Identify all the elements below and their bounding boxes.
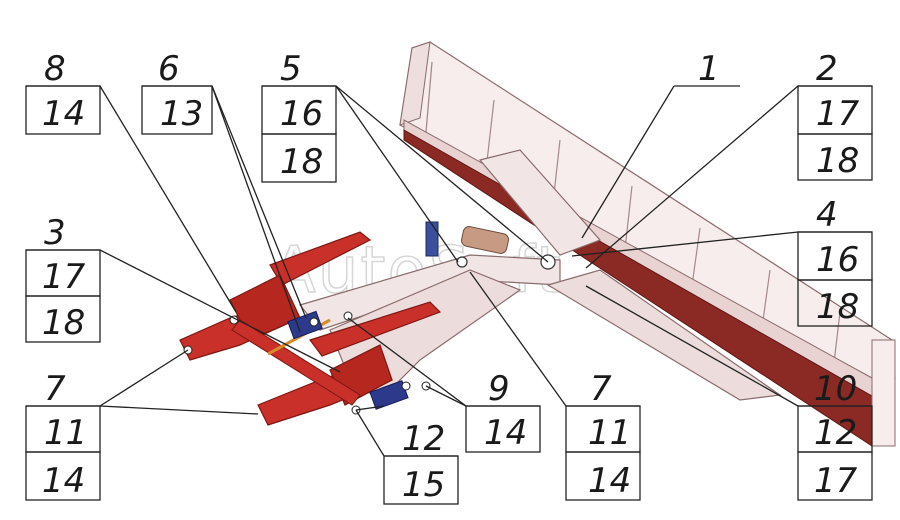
callout-3: 3 17 18 — [25, 213, 101, 343]
callout-8-top: 8 — [44, 49, 66, 89]
callout-7-left-row-2: 14 — [42, 461, 85, 501]
callout-12-row-1: 15 — [402, 465, 445, 505]
callout-7-left-top: 7 — [44, 369, 66, 409]
callout-6-row-1: 13 — [160, 94, 203, 134]
callout-4-top: 4 — [816, 195, 838, 235]
leader-lines — [99, 85, 799, 415]
callout-12-top: 12 — [402, 419, 445, 459]
callout-7-left: 7 11 14 — [25, 369, 101, 501]
callout-10-top: 10 — [814, 369, 857, 409]
callout-5-row-2: 18 — [280, 142, 323, 182]
callout-2: 2 17 18 — [797, 49, 873, 181]
callout-4-row-1: 16 — [816, 240, 859, 280]
callout-1: 1 — [674, 49, 740, 89]
callout-4-row-2: 18 — [816, 287, 859, 327]
callout-7-right-row-1: 11 — [588, 413, 631, 453]
callout-7-right-row-2: 14 — [588, 461, 631, 501]
callout-2-row-1: 17 — [816, 94, 860, 134]
callout-4: 4 16 18 — [797, 195, 873, 327]
callout-2-top: 2 — [816, 49, 838, 89]
callout-10: 10 12 17 — [797, 369, 873, 501]
callout-10-row-2: 17 — [814, 461, 858, 501]
callout-3-row-1: 17 — [42, 257, 86, 297]
callout-8-row-1: 14 — [42, 94, 85, 134]
callout-5: 5 16 18 — [261, 49, 337, 183]
callout-3-row-2: 18 — [42, 303, 85, 343]
callout-8: 8 14 — [25, 49, 101, 135]
callout-12: 12 15 — [355, 409, 459, 505]
callout-5-top: 5 — [280, 49, 302, 89]
callout-9-top: 9 — [488, 369, 510, 409]
callout-9-row-1: 14 — [484, 413, 527, 453]
hydraulic-cylinder — [461, 226, 509, 254]
callout-10-row-1: 12 — [814, 413, 857, 453]
callout-2-row-2: 18 — [816, 141, 859, 181]
callout-5-row-1: 16 — [280, 94, 323, 134]
callout-6: 6 13 — [141, 49, 213, 135]
callout-7-left-row-1: 11 — [44, 413, 87, 453]
callout-1-top: 1 — [698, 49, 720, 89]
mounting-frame — [179, 231, 442, 426]
callout-9: 9 14 — [465, 369, 541, 453]
callout-7-right: 7 11 14 — [565, 369, 641, 501]
callout-3-top: 3 — [44, 213, 66, 253]
callout-7-right-top: 7 — [590, 369, 612, 409]
callout-6-top: 6 — [158, 49, 180, 89]
cylinder-mount — [425, 221, 439, 257]
